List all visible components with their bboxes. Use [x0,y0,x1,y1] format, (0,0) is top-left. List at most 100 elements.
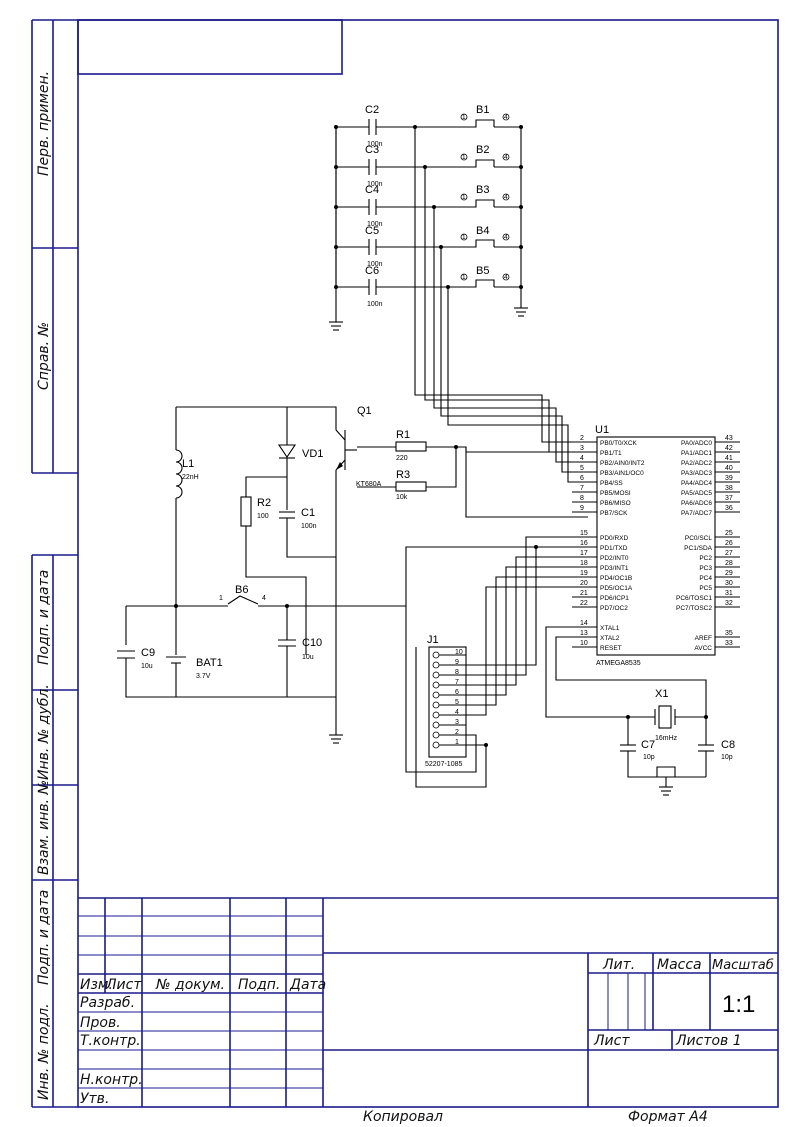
tb-listov: Листов 1 [675,1033,742,1049]
label-c1: C1 [301,507,315,519]
val-r1: 220 [396,455,408,462]
val-c2: 100n [367,141,383,148]
u1-pin-number: 20 [580,580,588,587]
label-vd1: VD1 [302,448,323,460]
u1-pin-name: PB5/MOSI [600,490,631,497]
u1-pin-number: 41 [725,455,733,462]
u1-pin-number: 5 [580,465,584,472]
tb-data: Дата [289,977,326,993]
u1-pin-number: 26 [725,540,733,547]
switch-pin-label: 4 [504,154,508,161]
u1-pin-name: PA4/ADC4 [681,480,712,487]
u1-pin-name: XTAL2 [600,635,620,642]
tb-doc-no: № докум. [155,977,225,993]
u1-pin-name: PC3 [699,565,712,572]
b6-pin-4: 4 [262,595,266,602]
label-b2: B2 [476,144,489,156]
u1-pin-name: PA6/ADC6 [681,500,712,507]
u1-pin-name: PC0/SCL [685,535,712,542]
label-b3: B3 [476,184,489,196]
j1-pin-number: 5 [455,699,459,706]
b6-pin-1: 1 [219,595,223,602]
u1-pin-number: 30 [725,580,733,587]
u1-pin-number: 3 [580,445,584,452]
u1-pin-number: 18 [580,560,588,567]
tb-izm: Изм. [80,977,113,993]
u1-pin-number: 7 [580,485,584,492]
u1-pin-number: 27 [725,550,733,557]
j1-pin-number: 7 [455,679,459,686]
tb-list: Лист [105,977,142,993]
u1-pin-number: 40 [725,465,733,472]
tb-list2: Лист [593,1033,630,1049]
stamp-inv-podl: Инв. № подл. [36,1003,52,1100]
u1-pin-name: PD2/INT0 [600,555,629,562]
ground-icon [329,734,343,744]
switch-pin-label: 1 [462,274,466,281]
u1-pin-name: PC6/TOSC1 [676,595,712,602]
drawing-frame [31,19,779,1108]
val-u1: ATMEGA8535 [596,660,641,667]
switch-pin-label: 4 [504,114,508,121]
u1-pin-number: 43 [725,435,733,442]
j1-pin-number: 6 [455,689,459,696]
val-c8: 10p [721,754,733,761]
u1-pin-name: PC7/TOSC2 [676,605,712,612]
val-bat1: 3.7V [196,673,211,680]
tb-utv: Утв. [80,1091,109,1107]
u1-pin-name: PB2/AIN0/INT2 [600,460,645,467]
j1-pin-number: 3 [455,719,459,726]
stamp-inv-dubl: Инв. № дубл. [36,684,52,780]
val-q1: KT680A [356,481,382,488]
u1-pin-number: 32 [725,600,733,607]
u1-pin-name: PA0/ADC0 [681,440,712,447]
u1-pin-number: 21 [580,590,588,597]
label-c6: C6 [365,265,379,277]
label-l1: L1 [182,458,194,470]
tb-tkontr: Т.контр. [80,1033,141,1049]
stamp-sprav-no: Справ. № [36,322,52,390]
label-r1: R1 [396,429,410,441]
j1-pin-number: 8 [455,669,459,676]
label-bat1: BAT1 [196,657,223,669]
tb-lit: Лит. [602,957,635,973]
u1-pin-name: PA2/ADC2 [681,460,712,467]
u1-pin-name: PB3/AIN1/OC0 [600,470,644,477]
tb-scale: 1:1 [722,991,755,1018]
switch-pin-label: 1 [462,194,466,201]
val-c5: 100n [367,261,383,268]
val-c9: 10u [141,663,153,670]
u1-pin-number: 35 [725,630,733,637]
val-x1: 16mHz [655,735,678,742]
u1-pin-number: 15 [580,530,588,537]
u1-pin-number: 42 [725,445,733,452]
u1-pin-name: PC4 [699,575,712,582]
u1-pin-number: 39 [725,475,733,482]
label-r2: R2 [257,497,271,509]
label-c8: C8 [721,739,735,751]
u1-pin-number: 10 [580,640,588,647]
u1-pin-name: PD1/TXD [600,545,628,552]
val-j1: 52207-1085 [425,761,462,768]
switch-pin-label: 4 [504,194,508,201]
switch-pin-label: 1 [462,114,466,121]
u1-pin-name: PC5 [699,585,712,592]
u1-pin-name: PA3/ADC3 [681,470,712,477]
u1-pin-name: PB6/MISO [600,500,631,507]
side-stamp: Перв. примен. Справ. № Подп. и дата Инв.… [36,71,52,1100]
u1-pin-number: 6 [580,475,584,482]
u1-pin-name: PA5/ADC5 [681,490,712,497]
tb-kopiroval: Копировал [363,1109,443,1125]
val-r2: 100 [257,513,269,520]
tb-massa: Масса [657,957,702,973]
val-c6: 100n [367,301,383,308]
u1-pin-number: 8 [580,495,584,502]
u1-pin-name: PD4/OC1B [600,575,632,582]
val-r3: 10k [396,494,408,501]
u1-pin-number: 2 [580,435,584,442]
switch-pin-label: 4 [504,274,508,281]
